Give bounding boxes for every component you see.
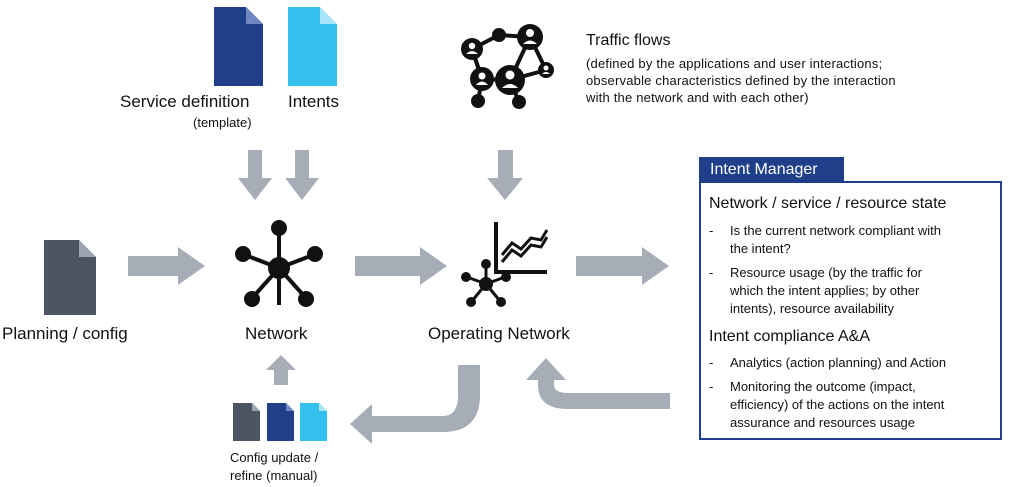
traffic-flows-title: Traffic flows [586, 32, 671, 49]
person-node-icon [470, 67, 494, 91]
im-item-line: Is the current network compliant with [730, 223, 941, 238]
im-item-line: the intent? [730, 241, 791, 256]
arrow-planning-to-network [128, 247, 205, 285]
planning-config-doc-icon [44, 240, 96, 315]
person-node-icon [492, 28, 506, 42]
intents-doc-icon [288, 7, 337, 86]
person-node-icon [538, 62, 554, 78]
bullet-dash: - [709, 379, 714, 394]
arrow-intent-manager-to-operating [526, 358, 670, 409]
traffic-flows-desc-line1: (defined by the applications and user in… [586, 56, 883, 71]
bullet-dash: - [709, 265, 714, 280]
network-label: Network [245, 324, 308, 343]
person-node-icon [461, 38, 483, 60]
traffic-flows-desc-line3: with the network and with each other) [586, 90, 809, 105]
arrow-operating-to-intent-manager [576, 247, 669, 285]
arrow-operating-to-config [350, 365, 480, 444]
intent-manager-title: Intent Manager [699, 157, 844, 183]
arrow-down-left [238, 150, 272, 200]
person-node-icon [495, 65, 525, 95]
traffic-people-nodes [461, 24, 554, 109]
im-item-line: Resource usage (by the traffic for [730, 265, 922, 280]
bullet-dash: - [709, 355, 714, 370]
im-item-line: efficiency) of the actions on the intent [730, 397, 945, 412]
intent-manager-panel [699, 181, 1002, 440]
template-label: (template) [193, 115, 252, 130]
im-item-line: intents), resource availability [730, 301, 895, 316]
arrows-to-network [238, 150, 319, 200]
network-hub-icon [235, 220, 323, 307]
config-doc-blue-icon [267, 403, 294, 441]
traffic-flows-desc-line2: observable characteristics defined by th… [586, 73, 896, 88]
arrow-down-right [285, 150, 319, 200]
config-update-label-line2: refine (manual) [230, 468, 318, 483]
im-item-line: which the intent applies; by other [730, 283, 920, 298]
config-doc-cyan-icon [300, 403, 327, 441]
im-item-line: assurance and resources usage [730, 415, 916, 430]
service-definition-doc-icon [214, 7, 263, 86]
intents-label: Intents [288, 92, 340, 111]
im-section2-heading: Intent compliance A&A [709, 328, 870, 345]
config-doc-dark-icon [233, 403, 260, 441]
operating-network-label: Operating Network [428, 324, 570, 343]
person-node-icon [517, 24, 543, 50]
arrow-config-to-network [266, 355, 296, 385]
service-definition-label: Service definition [120, 92, 250, 111]
operating-network-icon [461, 222, 549, 307]
bullet-dash: - [709, 223, 714, 238]
arrow-network-to-operating [355, 247, 447, 285]
config-update-label-line1: Config update / [230, 450, 319, 465]
im-item-line: Analytics (action planning) and Action [730, 355, 947, 370]
person-node-icon [512, 95, 526, 109]
person-node-icon [471, 94, 485, 108]
im-section1-heading: Network / service / resource state [709, 195, 947, 212]
planning-config-label: Planning / config [2, 324, 128, 343]
config-update-docs [233, 403, 327, 441]
im-item-line: Monitoring the outcome (impact, [730, 379, 916, 394]
arrow-down-traffic [487, 150, 523, 200]
